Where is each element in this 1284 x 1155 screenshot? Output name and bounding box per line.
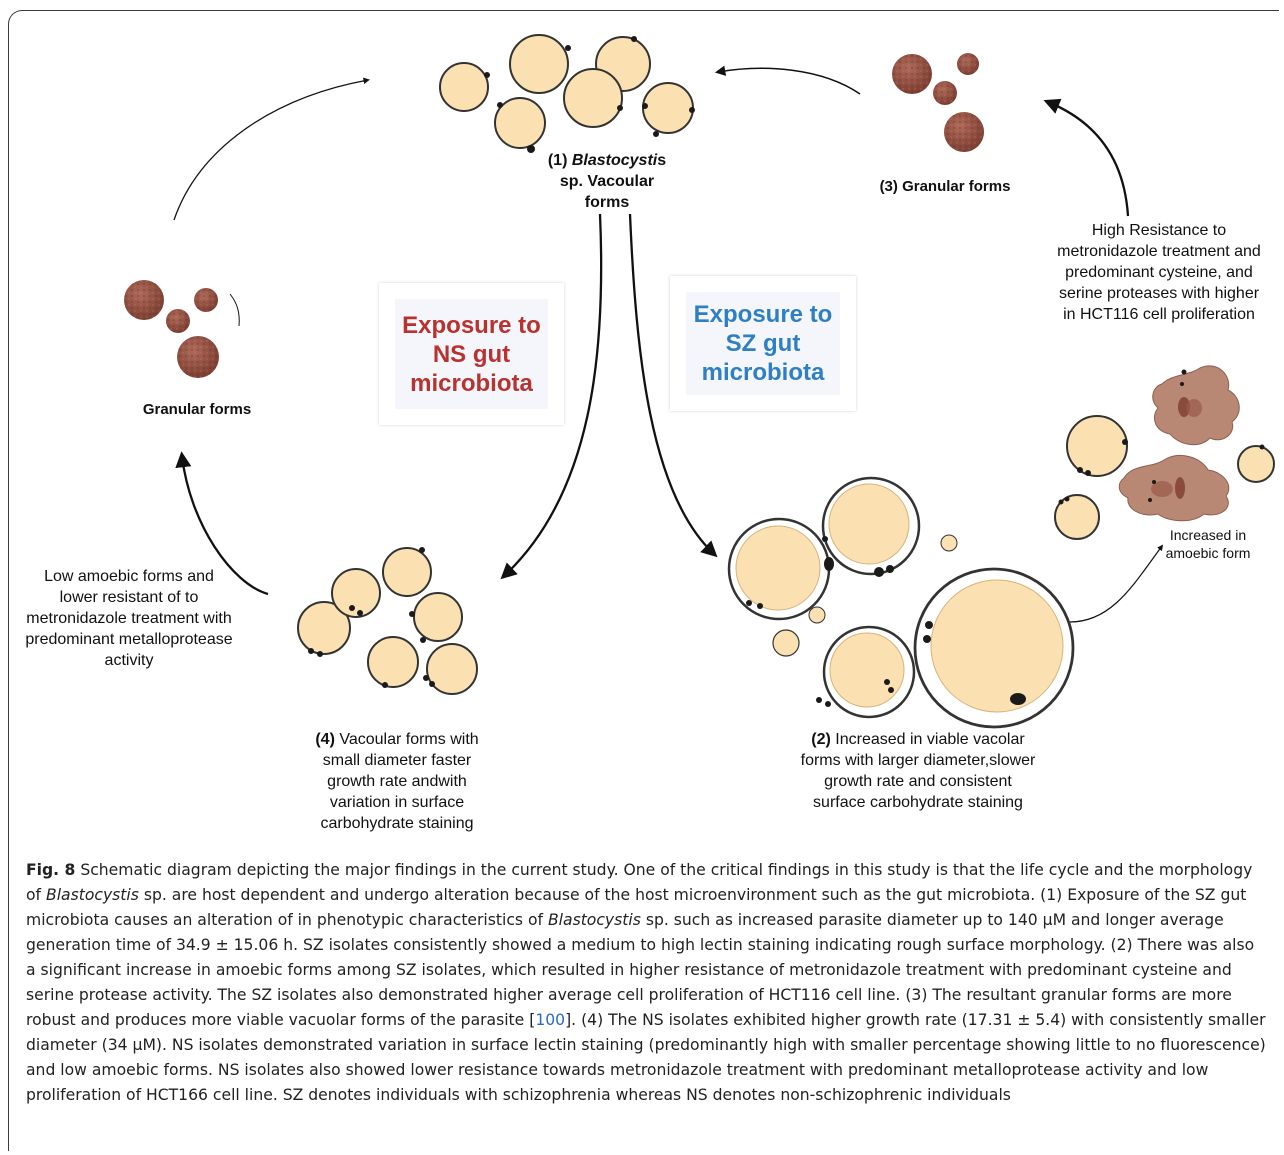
figure-frame [8, 10, 1279, 1151]
left-granular-cells [124, 280, 219, 378]
stage2-label: (2) Increased in viable vacolar forms wi… [798, 729, 1038, 813]
caption-part-2: sp. are host dependent and undergo alter… [26, 886, 1247, 929]
arrow-stage2-to-amoebic [1069, 544, 1164, 623]
stage4-vacuolar-cells [297, 547, 478, 695]
caption-italic-1: Blastocystis [46, 886, 139, 904]
stage1-italic: Blastocysti [571, 152, 658, 169]
arrow-stage3-to-stage1 [714, 65, 861, 95]
increased-amoebic-label: Increased in amoebic form [1165, 527, 1251, 561]
schematic-diagram: (1) Blastocystis sp. Vacoular forms (3) … [22, 24, 1278, 850]
sz-exposure-box: Exposure to SZ gut microbiota [670, 276, 856, 411]
ns-exposure-text: Exposure to NS gut microbiota [395, 299, 548, 409]
arrow-resistance-to-stage3 [1043, 98, 1130, 217]
stage2-number: (2) [811, 731, 831, 748]
stage2-text: Increased in viable vacolar forms with l… [800, 731, 1036, 811]
stage1-number: (1) [547, 152, 568, 169]
arrow-granular-to-stage1 [173, 77, 370, 221]
stage4-text: Vacoular forms with small diameter faste… [320, 731, 479, 832]
arrow-stage1-to-stage4 [500, 213, 603, 580]
stage1-text: s sp. Vacoular forms [559, 152, 667, 211]
sz-exposure-text: Exposure to SZ gut microbiota [686, 292, 840, 395]
caption-part-3: sp. such as increased parasite diameter … [26, 911, 1255, 1029]
granular-left-label: Granular forms [142, 401, 252, 418]
amoeba-lower [1118, 455, 1230, 522]
stage3-label: (3) Granular forms [879, 178, 1011, 195]
granular-fragment-arc [229, 293, 240, 327]
cycle-arrows [173, 65, 1164, 623]
low-amoebic-label: Low amoebic forms and lower resistant of… [25, 568, 233, 669]
caption-part-1: Schematic diagram depicting the major fi… [26, 861, 1253, 904]
diagram-canvas [124, 34, 1275, 729]
figure-caption: Fig. 8 Schematic diagram depicting the m… [26, 858, 1266, 1108]
caption-part-4: ]. (4) The NS isolates exhibited higher … [26, 1011, 1266, 1104]
arrow-stage1-to-stage2 [628, 213, 718, 558]
stage4-label: (4) Vacoular forms with small diameter f… [302, 729, 492, 834]
reference-link[interactable]: 100 [535, 1011, 566, 1029]
caption-italic-2: Blastocystis [547, 911, 641, 929]
figure-number: Fig. 8 [26, 861, 76, 879]
stage1-vacuolar-cells [439, 34, 695, 153]
arrow-lowamoebic-to-granular [175, 451, 269, 596]
ns-exposure-box: Exposure to NS gut microbiota [379, 283, 564, 425]
high-resistance-label: High Resistance to metronidazole treatme… [1057, 222, 1261, 323]
stage2-vacuolar-cells [727, 476, 1075, 729]
stage3-granular-cells [892, 53, 984, 152]
stage1-label: (1) Blastocystis sp. Vacoular forms [542, 150, 672, 213]
stage4-number: (4) [315, 731, 335, 748]
amoebic-forms [1054, 365, 1275, 540]
